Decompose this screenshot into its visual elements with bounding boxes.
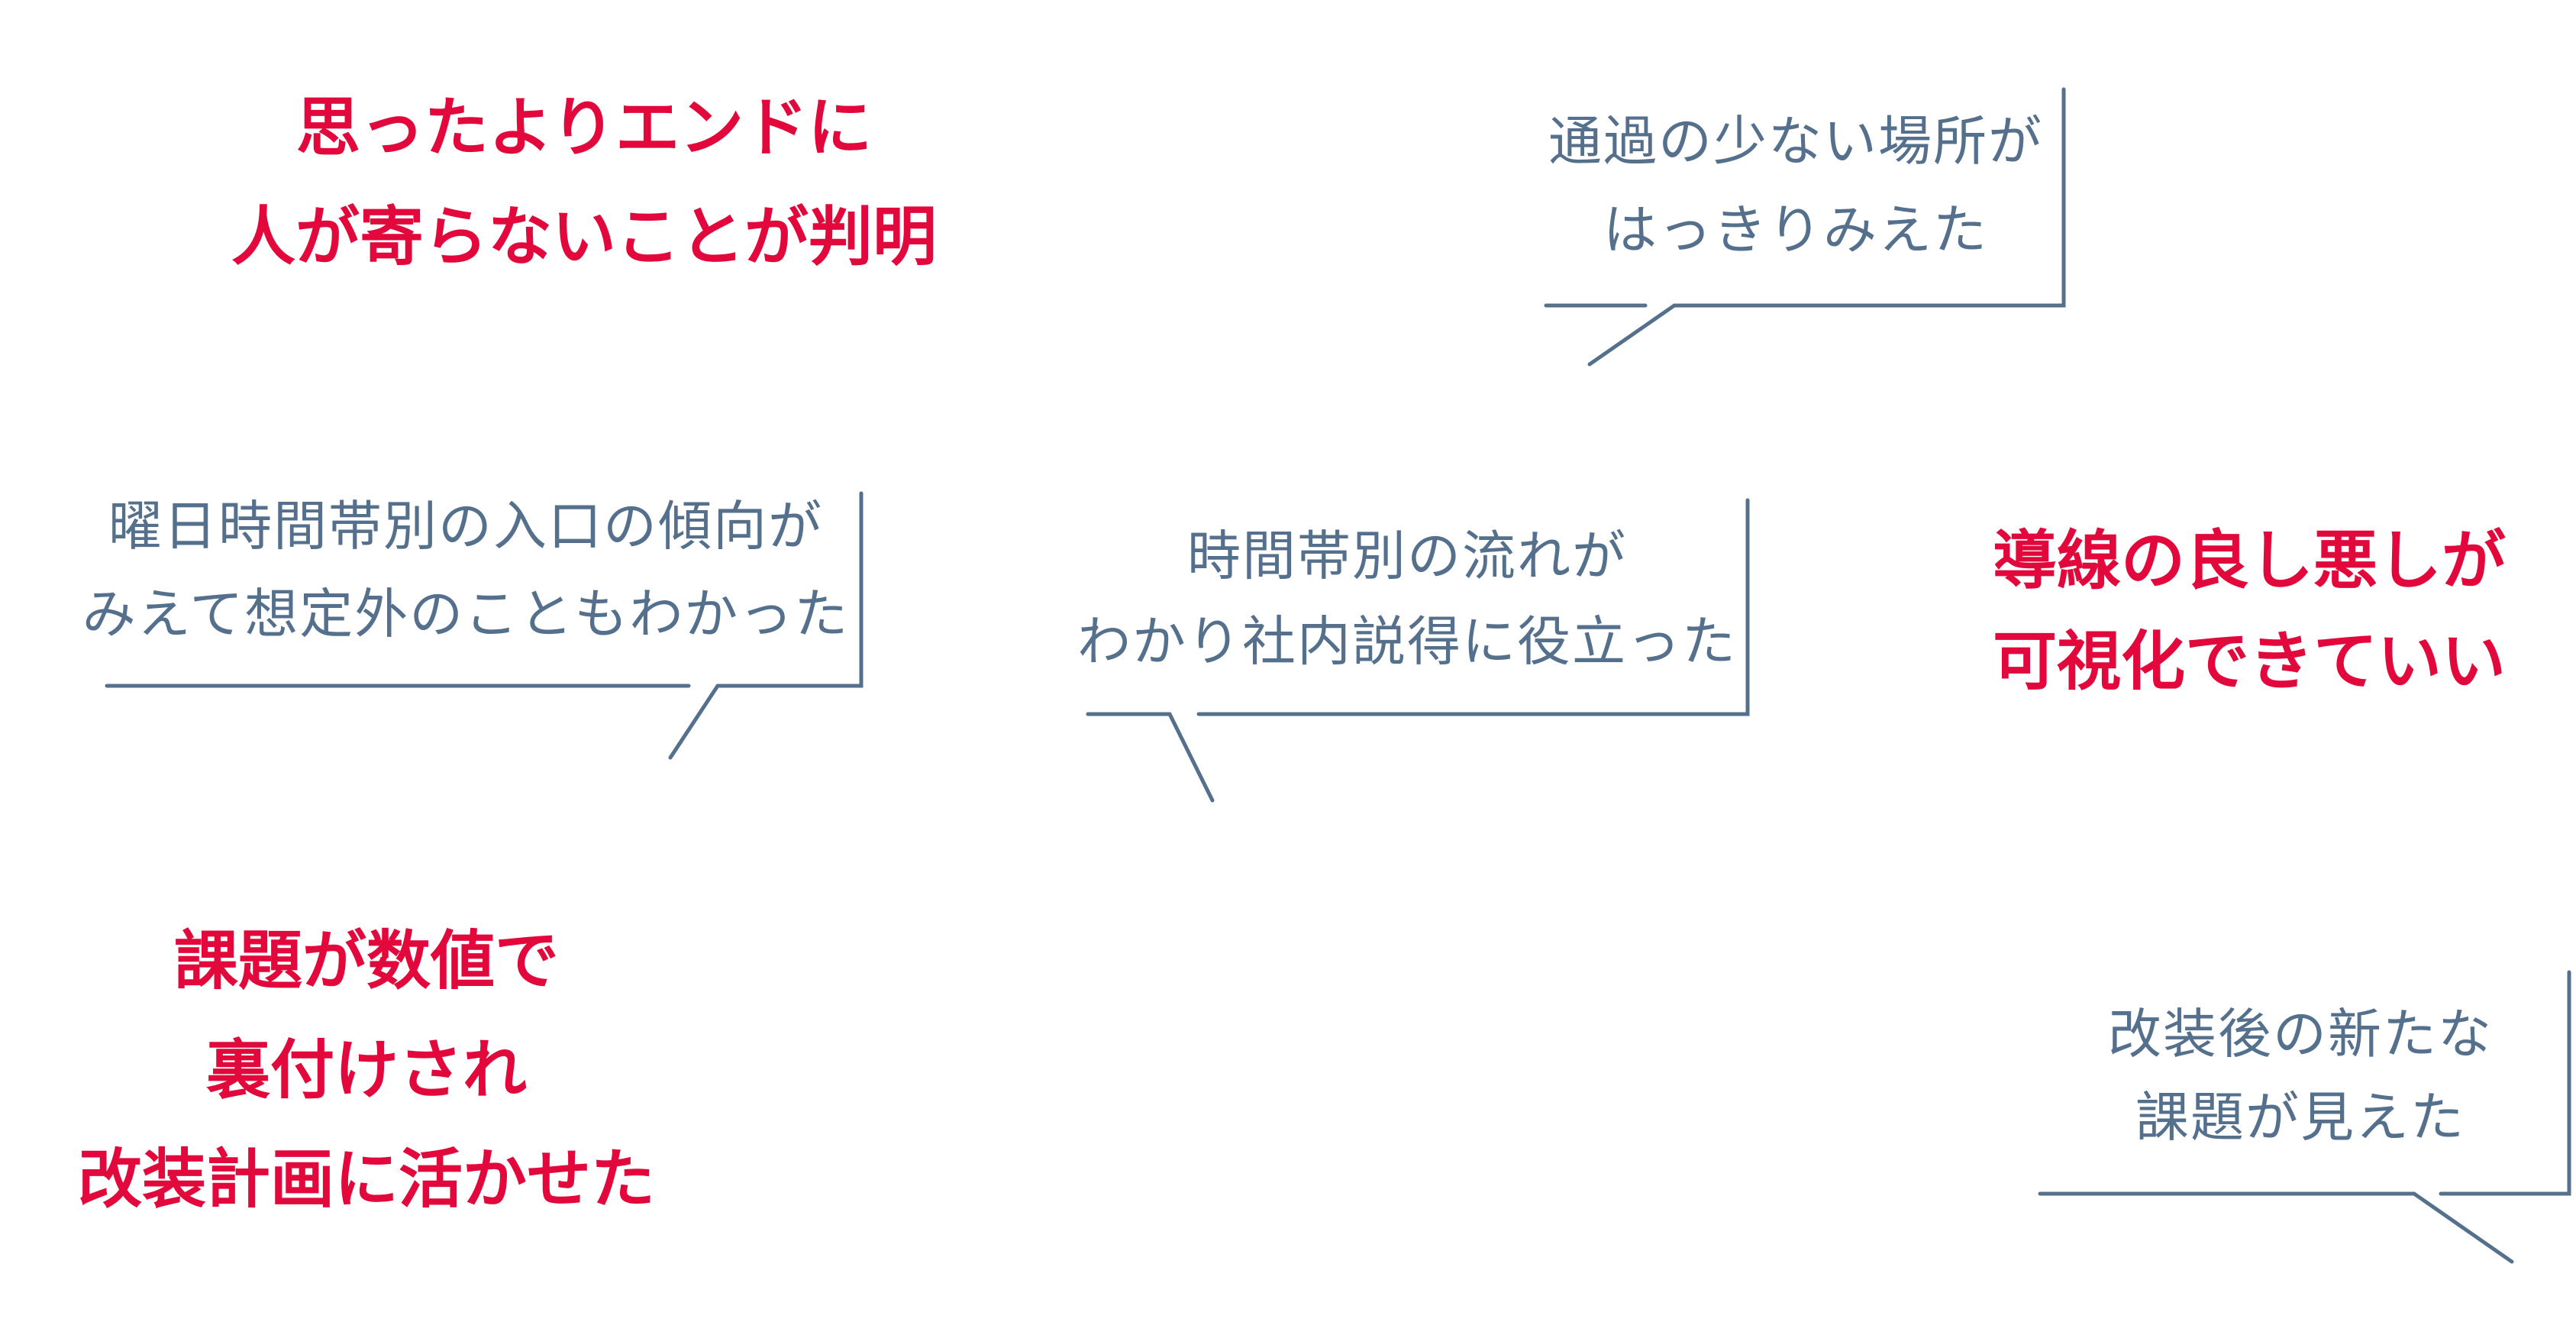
quote-line: 時間帯別の流れが (1187, 526, 1627, 586)
quote-line: 曜日時間帯別の入口の傾向が (108, 496, 823, 556)
quote-bubble-bottom-right: 改装後の新たな 課題が見えた (1995, 993, 2576, 1159)
quote-line: はっきりみえた (1603, 200, 1988, 260)
quote-line: 改装計画に活かせた (77, 1143, 655, 1215)
bubble-tail-icon (1587, 303, 1677, 367)
quote-bubble-top-right: 通過の少ない場所が はっきりみえた (1490, 97, 2101, 274)
quote-line: 人が寄らないことが判明 (231, 201, 937, 273)
quote-bubble-mid-left: 曜日時間帯別の入口の傾向が みえて想定外のこともわかった (46, 483, 886, 658)
quote-mid-right-red: 導線の良し悪しが 可視化できていい (1944, 510, 2555, 712)
quote-line: 課題が数値で (173, 925, 559, 997)
quote-line: 通過の少ない場所が (1548, 112, 2043, 171)
quote-line: 可視化できていい (1992, 625, 2506, 697)
quote-line: 課題が見えた (2135, 1088, 2465, 1147)
quote-line: 裏付けされ (205, 1034, 527, 1106)
quote-top-left-red: 思ったよりエンドに 人が寄らないことが判明 (126, 73, 1042, 292)
quote-line: 改装後の新たな (2108, 1004, 2493, 1064)
bubble-tail-icon (668, 684, 720, 760)
bubble-tail-icon (2412, 1191, 2514, 1264)
bubble-tail-icon (1167, 712, 1215, 803)
quote-bottom-left-red: 課題が数値で 裏付けされ 改装計画に活かせた (0, 907, 733, 1234)
quote-bubble-center: 時間帯別の流れが わかり社内説得に役立った (1064, 513, 1751, 684)
quote-line: 導線の良し悪しが (1992, 525, 2506, 596)
quote-line: 思ったよりエンドに (295, 92, 873, 163)
quote-line: みえて想定外のこともわかった (82, 584, 850, 644)
quote-line: わかり社内説得に役立った (1077, 612, 1737, 671)
